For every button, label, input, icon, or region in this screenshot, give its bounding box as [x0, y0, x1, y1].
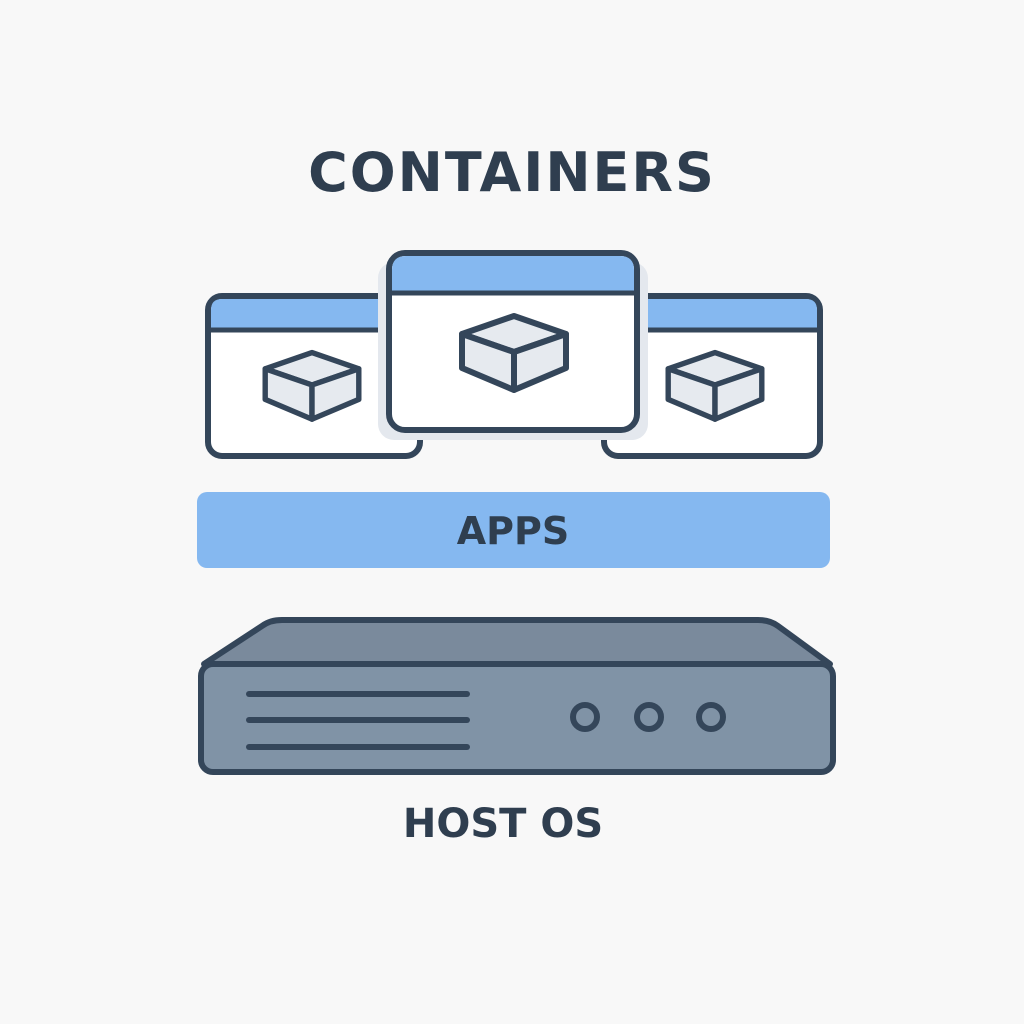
title: CONTAINERS	[308, 141, 716, 204]
apps-bar	[197, 492, 830, 568]
apps-label: APPS	[457, 509, 569, 553]
host-os-label: HOST OS	[403, 801, 603, 847]
server-icon	[198, 617, 836, 775]
container-window-right	[601, 293, 823, 459]
container-window-center	[386, 250, 640, 433]
